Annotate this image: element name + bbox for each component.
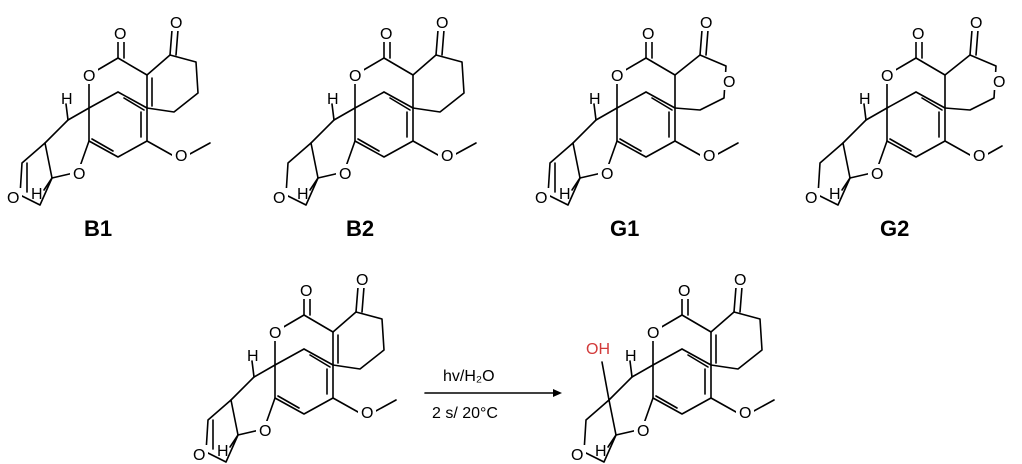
atom-o-dihydrofuran: O — [273, 190, 285, 207]
atom-h-top: H — [247, 348, 259, 365]
atom-o-ring: O — [611, 68, 623, 85]
atom-o-furan: O — [259, 423, 271, 440]
structure-b2: O O O O O O H H B2 — [270, 13, 477, 241]
structure-product: O O O O O O OH H H — [568, 270, 775, 464]
atom-h-bottom: H — [217, 443, 229, 460]
reaction-conditions: 2 s/ 20°C — [432, 405, 498, 422]
label-g1: G1 — [610, 216, 639, 241]
label-g2: G2 — [880, 216, 909, 241]
atom-o-carbonyl: O — [678, 283, 690, 300]
atom-h-bottom: H — [829, 186, 841, 203]
atom-o-methoxy: O — [361, 405, 373, 422]
atom-o-ring: O — [647, 325, 659, 342]
atom-o-methoxy: O — [175, 148, 187, 165]
atom-o-ring: O — [881, 68, 893, 85]
reaction-arrow-group: hv/H₂O 2 s/ 20°C — [424, 368, 562, 422]
atom-h-bottom: H — [31, 186, 43, 203]
atom-o-lactone-ring: O — [993, 74, 1005, 91]
atom-o-methoxy: O — [739, 405, 751, 422]
structure-reactant: O O O O O O H H — [190, 270, 397, 464]
atom-o-ketone: O — [356, 272, 368, 289]
atom-o-methoxy: O — [973, 148, 985, 165]
atom-o-furan: O — [637, 423, 649, 440]
reaction-reagent: hv/H₂O — [443, 368, 495, 385]
atom-h-top: H — [327, 91, 339, 108]
atom-o-ketone: O — [436, 15, 448, 32]
atom-h-top: H — [61, 91, 73, 108]
atom-o-ketone: O — [170, 15, 182, 32]
atom-o-furan: O — [601, 166, 613, 183]
label-b1: B1 — [84, 216, 112, 241]
atom-h-bottom: H — [595, 443, 607, 460]
atom-h-top: H — [859, 91, 871, 108]
hydroxyl-group: OH — [586, 341, 610, 358]
atom-o-ring: O — [83, 68, 95, 85]
structure-g2: O O O O O O O H H G2 — [802, 13, 1008, 241]
atom-o-furan: O — [73, 166, 85, 183]
atom-o-carbonyl: O — [380, 26, 392, 43]
atom-o-carbonyl: O — [912, 26, 924, 43]
atom-o-furan: O — [871, 166, 883, 183]
atom-o-methoxy: O — [703, 148, 715, 165]
atom-h-top: H — [589, 91, 601, 108]
atom-o-methoxy: O — [441, 148, 453, 165]
arrow-head-icon — [553, 389, 562, 397]
atom-o-dihydrofuran: O — [193, 447, 205, 464]
label-b2: B2 — [346, 216, 374, 241]
atom-o-lactone-carbonyl: O — [700, 15, 712, 32]
atom-o-ring: O — [349, 68, 361, 85]
atom-o-dihydrofuran: O — [535, 190, 547, 207]
atom-o-ring: O — [269, 325, 281, 342]
structure-g1: O O O O O O O H H G1 — [532, 13, 739, 241]
structure-b1: O O O O O O H H B1 — [4, 13, 211, 241]
atom-h-bottom: H — [559, 186, 571, 203]
atom-o-furan: O — [339, 166, 351, 183]
atom-h-bottom: H — [297, 186, 309, 203]
atom-o-carbonyl: O — [300, 283, 312, 300]
atom-o-carbonyl: O — [642, 26, 654, 43]
atom-o-lactone-ring: O — [723, 74, 735, 91]
atom-o-ketone: O — [734, 272, 746, 289]
atom-o-dihydrofuran: O — [7, 190, 19, 207]
atom-h-top: H — [625, 348, 637, 365]
atom-o-dihydrofuran: O — [571, 447, 583, 464]
atom-o-lactone-carbonyl: O — [970, 15, 982, 32]
atom-o-dihydrofuran: O — [805, 190, 817, 207]
atom-o-carbonyl: O — [114, 26, 126, 43]
